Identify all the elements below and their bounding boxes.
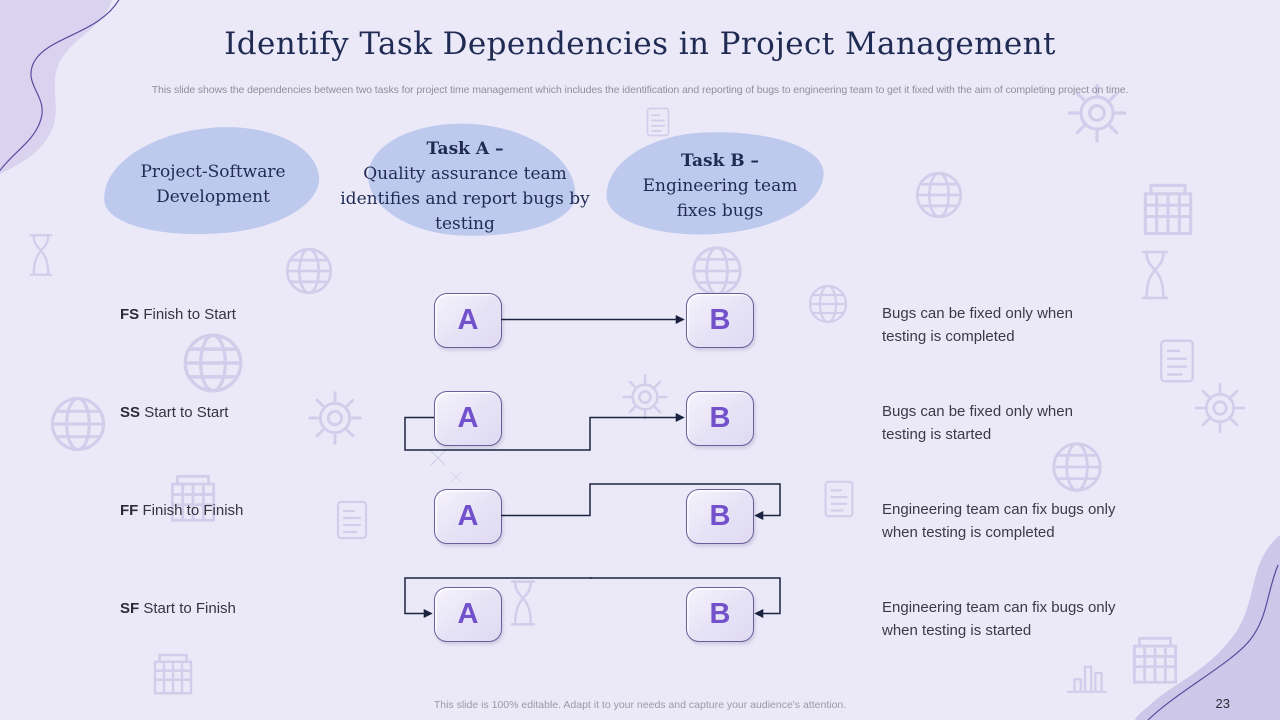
globe-icon xyxy=(44,390,112,458)
dependency-type-label-ff: FF Finish to Finish xyxy=(120,502,244,519)
globe-icon xyxy=(910,166,968,224)
bubble-body: Engineering team fixes bugs xyxy=(642,176,798,221)
globe-icon xyxy=(804,280,852,328)
top-left-blob xyxy=(0,0,120,174)
gear-icon xyxy=(303,386,367,450)
building-icon xyxy=(1134,174,1202,242)
page-number: 23 xyxy=(1215,696,1230,711)
bar-chart-icon xyxy=(1062,648,1112,698)
sparkle-icon xyxy=(426,446,450,470)
hourglass-icon xyxy=(16,230,66,280)
task-node-b: B xyxy=(686,293,754,348)
document-icon xyxy=(816,476,862,522)
document-icon xyxy=(328,496,376,544)
hourglass-icon xyxy=(496,576,550,630)
task-node-a: A xyxy=(434,293,502,348)
gear-icon xyxy=(618,370,672,424)
bubble-project-software: Project-Software Development xyxy=(113,160,313,210)
bubble-task-b: Task B – Engineering team fixes bugs xyxy=(630,149,810,224)
globe-icon xyxy=(280,242,338,300)
globe-icon xyxy=(176,326,250,400)
task-node-b: B xyxy=(686,391,754,446)
task-node-a: A xyxy=(434,489,502,544)
dependency-description-ff: Engineering team can fix bugs only when … xyxy=(882,501,1116,541)
bubble-body: Project-Software Development xyxy=(140,162,286,207)
task-node-b: B xyxy=(686,489,754,544)
hourglass-icon xyxy=(1126,246,1184,304)
dependency-type-label-ss: SS Start to Start xyxy=(120,404,229,421)
sparkle-icon xyxy=(447,468,465,486)
document-icon xyxy=(640,104,676,140)
dependency-type-label-sf: SF Start to Finish xyxy=(120,600,236,617)
bubble-task-a: Task A – Quality assurance team identifi… xyxy=(337,137,593,237)
task-node-b: B xyxy=(686,587,754,642)
dependency-description-fs: Bugs can be fixed only when testing is c… xyxy=(882,305,1073,345)
bottom-right-blob xyxy=(1135,535,1280,720)
page-title: Identify Task Dependencies in Project Ma… xyxy=(224,26,1056,62)
footer-note: This slide is 100% editable. Adapt it to… xyxy=(433,699,847,711)
task-node-a: A xyxy=(434,391,502,446)
dependency-type-label-fs: FS Finish to Start xyxy=(120,306,236,323)
building-icon xyxy=(146,646,200,700)
slide-subtitle: This slide shows the dependencies betwee… xyxy=(151,84,1129,96)
bubble-body: Quality assurance team identifies and re… xyxy=(340,164,590,234)
building-icon xyxy=(1124,628,1186,690)
task-node-a: A xyxy=(434,587,502,642)
dependency-description-sf: Engineering team can fix bugs only when … xyxy=(882,599,1116,639)
dependency-description-ss: Bugs can be fixed only when testing is s… xyxy=(882,403,1073,443)
document-icon xyxy=(1150,334,1204,388)
bubble-title: Task A – xyxy=(426,139,504,159)
bubble-title: Task B – xyxy=(680,151,760,171)
